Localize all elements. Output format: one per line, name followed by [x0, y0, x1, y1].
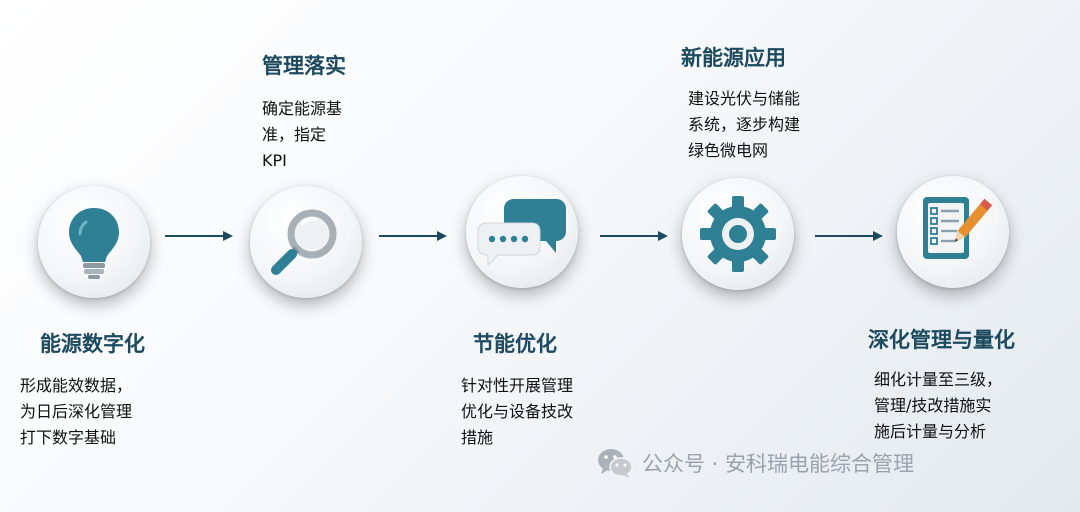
- step-5-description: 细化计量至三级， 管理/技改措施实 施后计量与分析: [874, 370, 1003, 441]
- step-4-description: 建设光伏与储能 系统，逐步构建 绿色微电网: [688, 89, 801, 160]
- step-3-description: 针对性开展管理 优化与设备技改 措施: [461, 376, 574, 447]
- watermark-text: 公众号 · 安科瑞电能综合管理: [642, 452, 915, 476]
- step-4-circle: [682, 178, 794, 290]
- checklist-pencil-icon: [923, 197, 993, 259]
- chat-bubbles-icon: [477, 199, 566, 267]
- arrow-4: [815, 229, 883, 243]
- arrow-1: [165, 229, 233, 243]
- watermark: 公众号 · 安科瑞电能综合管理: [596, 447, 914, 479]
- wechat-icon: [598, 449, 633, 478]
- lightbulb-icon: [69, 208, 119, 279]
- step-5-circle: [897, 176, 1009, 288]
- step-3-title: 节能优化: [473, 332, 557, 356]
- step-4-title: 新能源应用: [681, 46, 786, 70]
- step-2-title: 管理落实: [262, 54, 346, 78]
- step-1-description: 形成能效数据， 为日后深化管理 打下数字基础: [20, 376, 133, 447]
- step-3-circle: [466, 176, 578, 288]
- arrow-2: [379, 229, 447, 243]
- step-1-title: 能源数字化: [40, 332, 145, 356]
- step-2-circle: [250, 186, 362, 298]
- step-2-description: 确定能源基 准，指定 KPI: [262, 99, 343, 170]
- step-5-title: 深化管理与量化: [868, 328, 1015, 352]
- gear-icon: [700, 196, 776, 272]
- arrow-3: [600, 229, 668, 243]
- magnifier-icon: [271, 209, 337, 275]
- step-1-circle: [38, 186, 150, 298]
